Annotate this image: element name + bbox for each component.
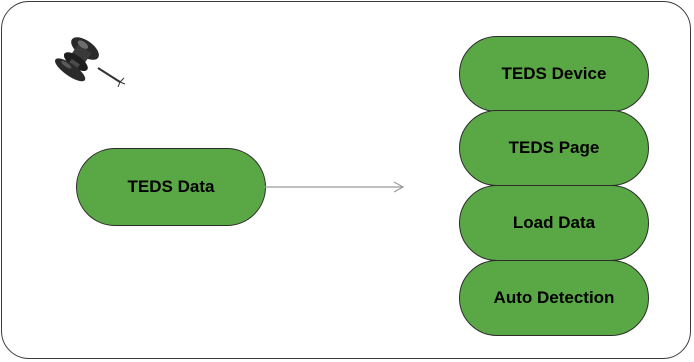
node-label: Load Data — [512, 213, 596, 232]
node-teds-device: TEDS Device — [459, 36, 649, 112]
node-auto-detection: Auto Detection — [459, 260, 649, 336]
node-teds-data: TEDS Data — [76, 148, 266, 226]
pushpin-icon — [54, 37, 126, 88]
node-label: TEDS Device — [501, 64, 607, 83]
node-label: TEDS Data — [127, 177, 215, 196]
node-teds-page: TEDS Page — [459, 110, 649, 186]
connector-arrow — [264, 181, 405, 193]
node-label: Auto Detection — [493, 288, 615, 307]
node-label: TEDS Page — [508, 138, 600, 157]
node-load-data: Load Data — [459, 185, 649, 261]
